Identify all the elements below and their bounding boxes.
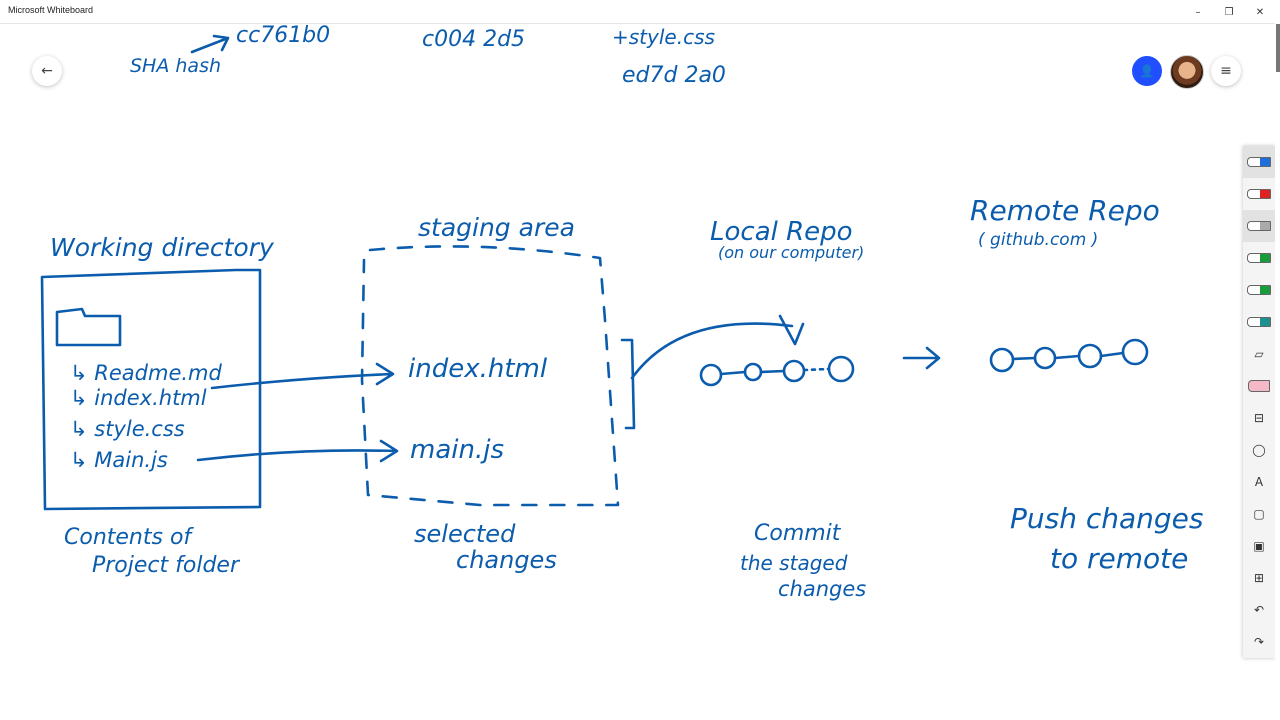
highlighter-icon: ▱ [1254, 347, 1264, 361]
commit-node-3 [782, 359, 806, 383]
staging-bracket [620, 338, 636, 430]
right-edge [1275, 0, 1280, 720]
avatar[interactable] [1170, 55, 1204, 89]
note-tool[interactable]: ▢ [1243, 498, 1275, 530]
eraser-tool[interactable] [1243, 370, 1275, 402]
remote-node-3 [1077, 343, 1103, 369]
remote-commit-chain [989, 338, 1149, 373]
pen-icon [1247, 253, 1271, 263]
staged-index-html: index.html [408, 354, 548, 384]
window-titlebar: Microsoft Whiteboard – ❐ ✕ [0, 0, 1280, 24]
window-title: Microsoft Whiteboard [8, 5, 94, 15]
text-tool[interactable]: A [1243, 466, 1275, 498]
local-repo-title: Local Repo [710, 217, 853, 247]
ink-toolbar: ▱ ⊟ ◯ A ▢ ▣ ⊞ ↶ ↷ [1243, 146, 1275, 658]
push-caption-2: to remote [1050, 542, 1188, 575]
pen-icon [1247, 317, 1271, 327]
back-button[interactable]: ← [32, 56, 62, 86]
person-icon: 👤 [1139, 64, 1155, 78]
vertical-scrollbar[interactable] [1276, 24, 1280, 72]
commit-node-1 [699, 363, 723, 387]
redo-tool[interactable]: ↷ [1243, 626, 1275, 658]
staging-caption-2: changes [456, 546, 557, 574]
green-red-pen-tool[interactable] [1243, 274, 1275, 306]
staging-caption-1: selected [414, 520, 516, 548]
image-tool[interactable]: ▣ [1243, 530, 1275, 562]
lasso-icon: ◯ [1252, 443, 1266, 457]
red-pen-tool[interactable] [1243, 178, 1275, 210]
arrow-left-icon: ← [41, 63, 53, 79]
style-css-note: +style.css [612, 25, 715, 49]
insert-tool[interactable]: ⊞ [1243, 562, 1275, 594]
lasso-tool[interactable]: ◯ [1243, 434, 1275, 466]
green-pen-tool[interactable] [1243, 242, 1275, 274]
text-icon: A [1254, 475, 1264, 489]
hash-cc761b0: cc761b0 [236, 23, 330, 48]
blue-pen-tool[interactable] [1243, 146, 1275, 178]
file-readme: ↳ Readme.md [70, 361, 222, 385]
undo-icon: ↶ [1253, 603, 1265, 617]
sticky-note-icon: ▢ [1253, 507, 1265, 521]
ruler-icon: ⊟ [1253, 411, 1265, 425]
push-arrow [902, 346, 941, 370]
close-button[interactable]: ✕ [1255, 6, 1265, 18]
hash-c0042d5: c004 2d5 [422, 27, 525, 52]
new-commit-link [802, 367, 831, 372]
hamburger-menu-icon: ≡ [1220, 63, 1232, 79]
remote-repo-subtitle: ( github.com ) [978, 230, 1098, 250]
plus-box-icon: ⊞ [1253, 571, 1265, 585]
highlighter-tool[interactable]: ▱ [1243, 338, 1275, 370]
remote-node-4 [1121, 338, 1149, 366]
commit-caption-2: the staged [740, 551, 848, 575]
commit-links [719, 369, 786, 376]
ruler-tool[interactable]: ⊟ [1243, 402, 1275, 434]
push-caption-1: Push changes [1010, 502, 1204, 535]
eraser-icon [1248, 380, 1270, 392]
commit-node-new [827, 355, 855, 383]
teal-pen-tool[interactable] [1243, 306, 1275, 338]
arrow-index-to-staging [210, 362, 395, 390]
pen-icon [1247, 157, 1271, 167]
remote-repo-title: Remote Repo [970, 194, 1160, 227]
undo-tool[interactable]: ↶ [1243, 594, 1275, 626]
invite-button[interactable]: 👤 [1132, 56, 1162, 86]
working-directory-title: Working directory [50, 233, 275, 262]
staging-area-title: staging area [418, 213, 575, 242]
restore-button[interactable]: ❐ [1224, 6, 1234, 18]
remote-node-2 [1033, 346, 1057, 370]
commit-caption-3: changes [778, 577, 866, 601]
staged-main-js: main.js [410, 435, 504, 465]
working-caption-2: Project folder [92, 553, 241, 578]
file-main-js: ↳ Main.js [70, 448, 168, 472]
commit-arrow [630, 314, 805, 380]
minimize-button[interactable]: – [1195, 6, 1201, 18]
arrow-main-to-staging [196, 439, 399, 463]
redo-icon: ↷ [1253, 635, 1265, 649]
settings-menu-button[interactable]: ≡ [1211, 56, 1241, 86]
remote-links [1011, 351, 1125, 361]
file-index-html: ↳ index.html [70, 386, 207, 410]
remote-node-1 [989, 347, 1015, 373]
pen-icon [1247, 285, 1271, 295]
folder-icon [55, 307, 122, 347]
working-caption-1: Contents of [64, 525, 194, 550]
pen-icon [1247, 189, 1271, 199]
sha-label: SHA hash [130, 55, 221, 77]
image-icon: ▣ [1253, 539, 1265, 553]
gray-pen-tool[interactable] [1243, 210, 1275, 242]
commit-node-2 [743, 362, 763, 382]
local-commit-chain [699, 355, 855, 387]
local-repo-subtitle: (on our computer) [718, 243, 864, 262]
pen-icon [1247, 221, 1271, 231]
working-directory-box [40, 268, 262, 511]
sha-arrow [190, 34, 230, 54]
commit-caption-1: Commit [754, 521, 842, 546]
hash-ed7d2a0: ed7d 2a0 [622, 63, 726, 88]
file-style-css: ↳ style.css [70, 417, 185, 441]
